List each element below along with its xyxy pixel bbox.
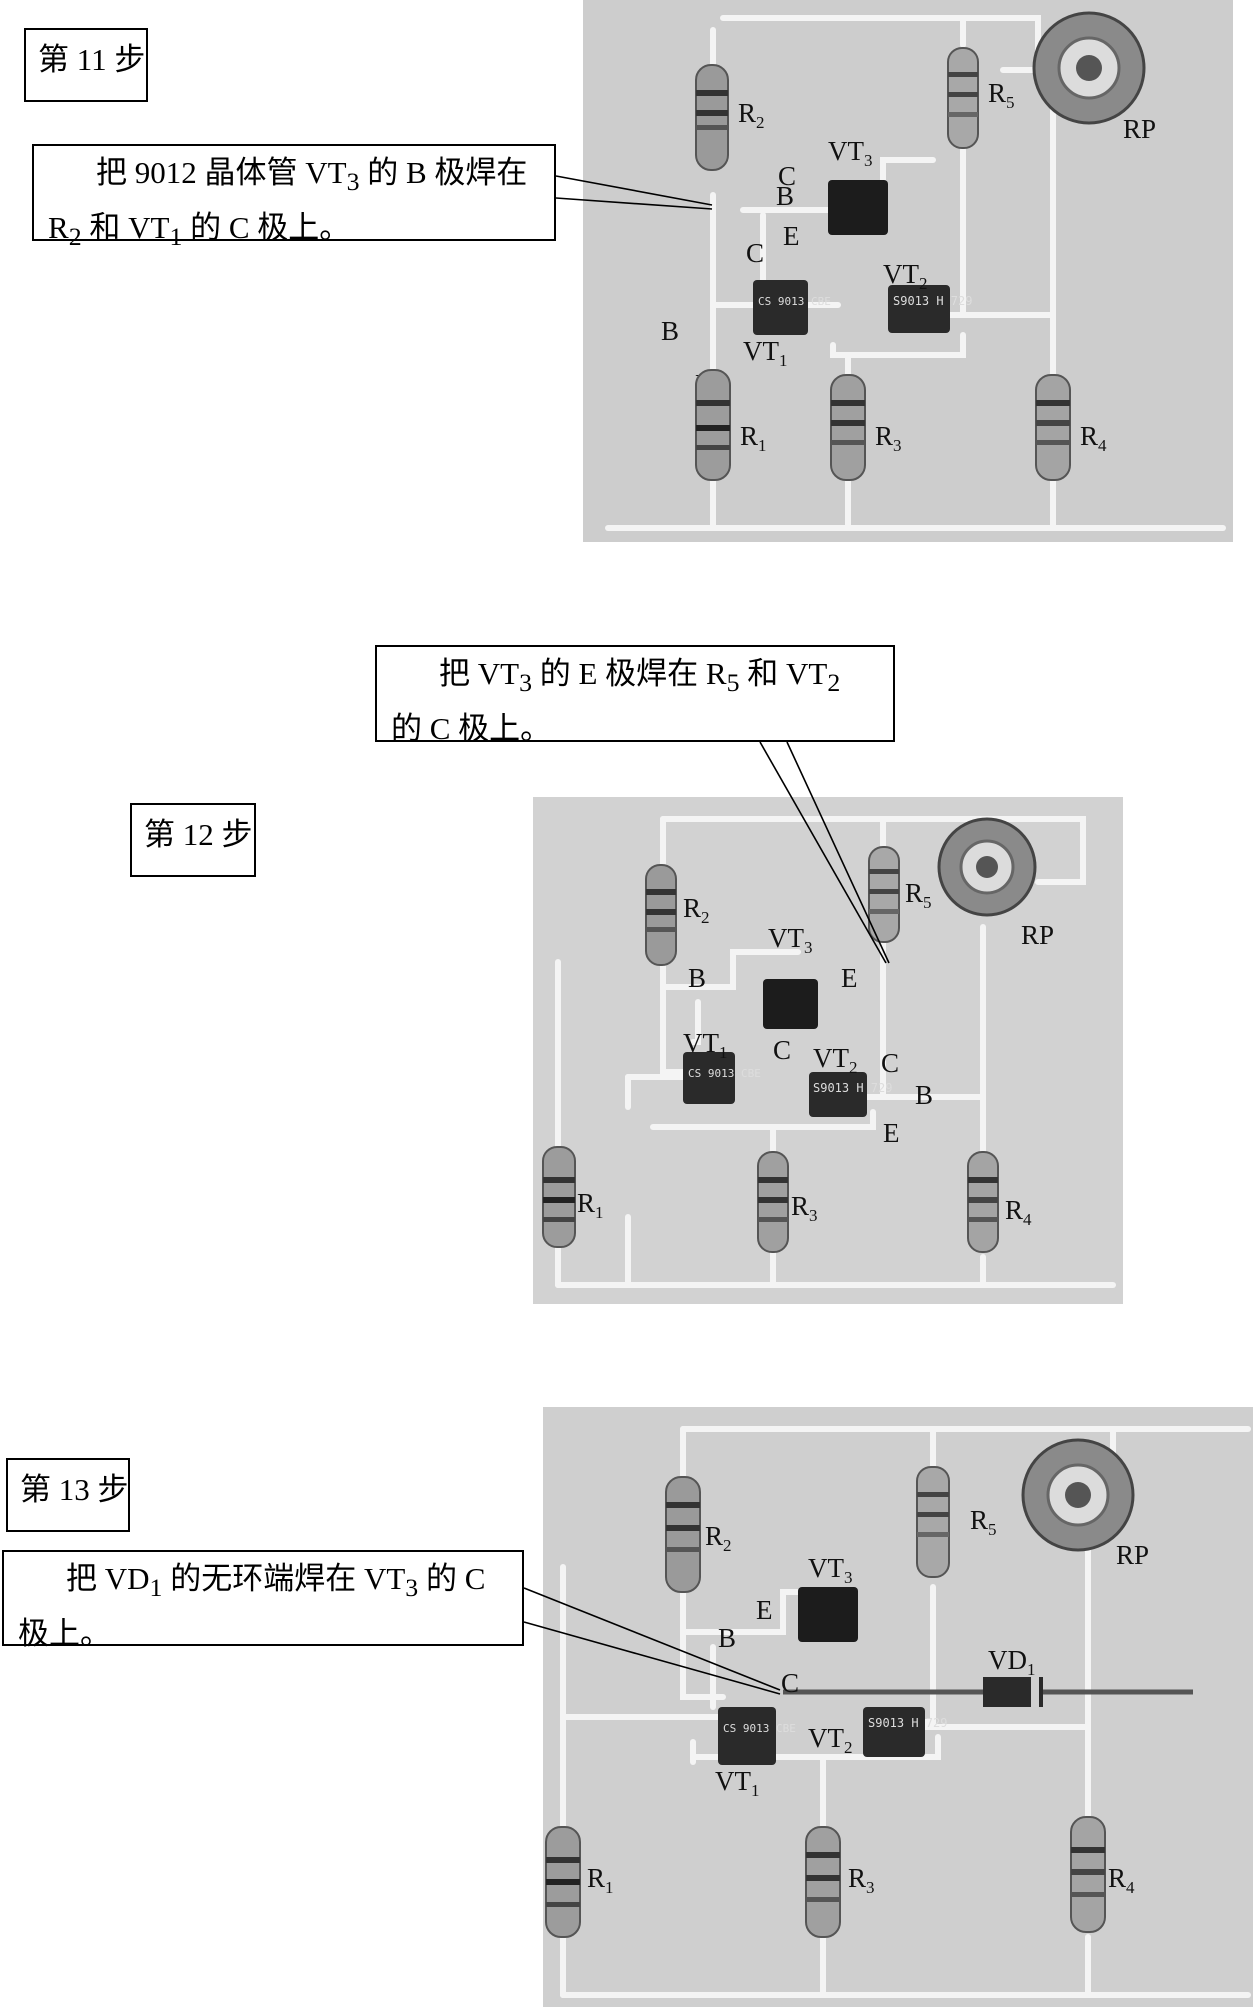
label-vt2: VT2 <box>813 1043 858 1077</box>
label-vt3-b: B <box>688 963 706 993</box>
label-vt2: VT2 <box>883 259 928 293</box>
label-vt3-e: E <box>783 221 800 251</box>
step-12-instruction: 把 VT3 的 E 极焊在 R5 和 VT2 的 C 极上。 <box>375 645 895 746</box>
transistor-vt2: S9013 H 729 <box>888 285 972 333</box>
resistor-r3 <box>805 1826 841 1938</box>
label-rp: RP <box>1021 920 1054 950</box>
label-r1: R1 <box>587 1863 614 1897</box>
resistor-r4 <box>967 1151 999 1253</box>
label-vt3-c: C <box>773 1035 791 1065</box>
svg-text:S9013 H 729: S9013 H 729 <box>813 1081 892 1095</box>
resistor-r4 <box>1035 374 1071 481</box>
step-12-label: 第 12 步 <box>130 803 256 877</box>
resistor-r5 <box>947 47 979 149</box>
step-11-label-text: 第 11 步 <box>38 42 146 77</box>
step-13-instruction: 把 VD1 的无环端焊在 VT3 的 C 极上。 <box>2 1550 524 1651</box>
step-11-circuit-photo: R2 R5 RP VT3 B C E CS 9013 CBE C B VT1 E <box>583 0 1233 542</box>
label-rp: RP <box>1123 114 1156 144</box>
resistor-r1 <box>545 1826 581 1938</box>
step-13-circuit-drawing: VD1 R2 R5 RP VT3 E B C CS 9013 CBE VT1 <box>543 1407 1253 2007</box>
resistor-r4 <box>1070 1816 1106 1933</box>
potentiometer-rp <box>1021 1438 1135 1552</box>
transistor-vt1: CS 9013 CBE <box>683 1052 761 1104</box>
step-13-circuit-photo: VD1 R2 R5 RP VT3 E B C CS 9013 CBE VT1 <box>543 1407 1253 2007</box>
svg-text:CS 9013 CBE: CS 9013 CBE <box>723 1722 796 1735</box>
transistor-vt3 <box>763 979 818 1029</box>
transistor-vt3 <box>798 1587 858 1642</box>
potentiometer-rp <box>937 817 1037 917</box>
step-12-circuit-drawing: R2 R5 RP VT3 B E C CS 9013 CBE VT1 S9013… <box>533 797 1123 1304</box>
label-vt3-b: B <box>718 1623 736 1653</box>
step-13-label: 第 13 步 <box>6 1458 130 1532</box>
label-vt2-b: B <box>915 1080 933 1110</box>
label-r3: R3 <box>875 421 902 455</box>
label-vt3-c: C <box>781 1668 799 1698</box>
label-vd1: VD1 <box>988 1645 1036 1679</box>
label-vt3-b: B <box>776 181 794 211</box>
svg-text:S9013 H 729: S9013 H 729 <box>868 1716 947 1730</box>
diode-vd1 <box>783 1677 1193 1707</box>
label-vt3-e: E <box>756 1595 773 1625</box>
transistor-vt3 <box>828 180 888 235</box>
label-r2: R2 <box>683 893 710 927</box>
label-rp: RP <box>1116 1540 1149 1570</box>
label-vt1: VT1 <box>683 1028 728 1062</box>
label-vt2-e: E <box>883 1118 900 1148</box>
label-r5: R5 <box>988 78 1015 112</box>
resistor-r1 <box>695 369 731 481</box>
label-vt2-c: C <box>881 1048 899 1078</box>
label-r5: R5 <box>970 1505 997 1539</box>
label-r1: R1 <box>577 1188 604 1222</box>
resistor-r3 <box>757 1151 789 1253</box>
label-r3: R3 <box>848 1863 875 1897</box>
label-r3: R3 <box>791 1191 818 1225</box>
transistor-vt2: S9013 H 729 <box>809 1072 892 1117</box>
transistor-vt1: CS 9013 CBE <box>753 280 831 335</box>
resistor-r5 <box>916 1466 950 1578</box>
resistor-r3 <box>830 374 866 481</box>
step-11-circuit-drawing: R2 R5 RP VT3 B C E CS 9013 CBE C B VT1 E <box>583 0 1233 542</box>
label-vt3-c: C <box>778 161 796 191</box>
label-vt3: VT3 <box>828 136 873 170</box>
step-12-circuit-photo: R2 R5 RP VT3 B E C CS 9013 CBE VT1 S9013… <box>533 797 1123 1304</box>
step-13-label-text: 第 13 步 <box>20 1472 129 1507</box>
resistor-r2 <box>665 1476 701 1593</box>
label-r1: R1 <box>740 421 767 455</box>
potentiometer-rp <box>1032 11 1146 125</box>
step-11-label: 第 11 步 <box>24 28 148 102</box>
label-r5: R5 <box>905 878 932 912</box>
step-12-label-text: 第 12 步 <box>144 817 253 852</box>
label-r4: R4 <box>1080 421 1107 455</box>
label-vt1-b: B <box>661 316 679 346</box>
svg-text:S9013 H 729: S9013 H 729 <box>893 294 972 308</box>
svg-text:CS 9013 CBE: CS 9013 CBE <box>758 295 831 308</box>
svg-text:CS 9013 CBE: CS 9013 CBE <box>688 1067 761 1080</box>
resistor-r2 <box>695 64 729 171</box>
resistor-r1 <box>542 1146 576 1248</box>
label-r4: R4 <box>1005 1195 1032 1229</box>
label-vt3: VT3 <box>808 1553 853 1587</box>
label-vt1: VT1 <box>715 1766 760 1800</box>
label-r2: R2 <box>738 98 765 132</box>
label-r4: R4 <box>1108 1863 1135 1897</box>
transistor-vt2: S9013 H 729 <box>863 1707 947 1757</box>
transistor-vt1: CS 9013 CBE <box>718 1707 796 1765</box>
label-r2: R2 <box>705 1521 732 1555</box>
label-vt3-e: E <box>841 963 858 993</box>
label-vt1: VT1 <box>743 336 788 370</box>
resistor-r2 <box>645 864 677 966</box>
label-vt1-c: C <box>746 238 764 268</box>
resistor-r5 <box>868 846 900 943</box>
step-11-instruction: 把 9012 晶体管 VT3 的 B 极焊在 R2 和 VT1 的 C 极上。 <box>32 144 556 251</box>
label-vt2: VT2 <box>808 1723 853 1757</box>
